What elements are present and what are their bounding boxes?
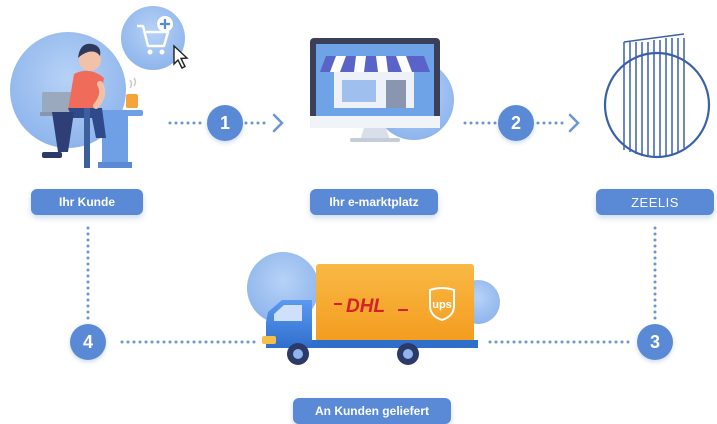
svg-text:DHL: DHL bbox=[346, 296, 385, 317]
dhl-logo: DHL bbox=[334, 296, 408, 317]
truck-wheel-icon bbox=[397, 343, 419, 365]
delivery-truck-illustration: DHL ups bbox=[247, 252, 500, 365]
shopping-cart-bubble bbox=[121, 6, 189, 70]
laptop-icon bbox=[42, 92, 76, 114]
zeelis-logo bbox=[603, 33, 711, 159]
step-2-badge: 2 bbox=[498, 105, 534, 141]
shop-front-icon bbox=[320, 56, 430, 108]
cart-icon bbox=[137, 24, 170, 48]
ups-logo: ups bbox=[429, 287, 455, 322]
coffee-cup-icon bbox=[126, 94, 138, 108]
truck-cargo-box bbox=[316, 264, 474, 348]
svg-text:ups: ups bbox=[432, 299, 452, 311]
customer-illustration bbox=[10, 32, 143, 168]
marketplace-illustration bbox=[310, 38, 454, 142]
zeelis-label: ZEELIS bbox=[596, 189, 714, 215]
step-1-badge: 1 bbox=[207, 105, 243, 141]
arrow-right-icon bbox=[568, 113, 580, 133]
delivered-label: An Kunden geliefert bbox=[293, 398, 451, 424]
connectors bbox=[86, 121, 657, 344]
mouse-cursor-icon bbox=[173, 44, 189, 69]
truck-wheel-icon bbox=[287, 343, 309, 365]
person-icon bbox=[42, 43, 106, 158]
step-4-badge: 4 bbox=[70, 324, 106, 360]
marketplace-label: Ihr e-marktplatz bbox=[310, 189, 438, 215]
arrow-right-icon bbox=[272, 113, 284, 133]
customer-label: Ihr Kunde bbox=[31, 189, 143, 215]
step-3-badge: 3 bbox=[637, 324, 673, 360]
